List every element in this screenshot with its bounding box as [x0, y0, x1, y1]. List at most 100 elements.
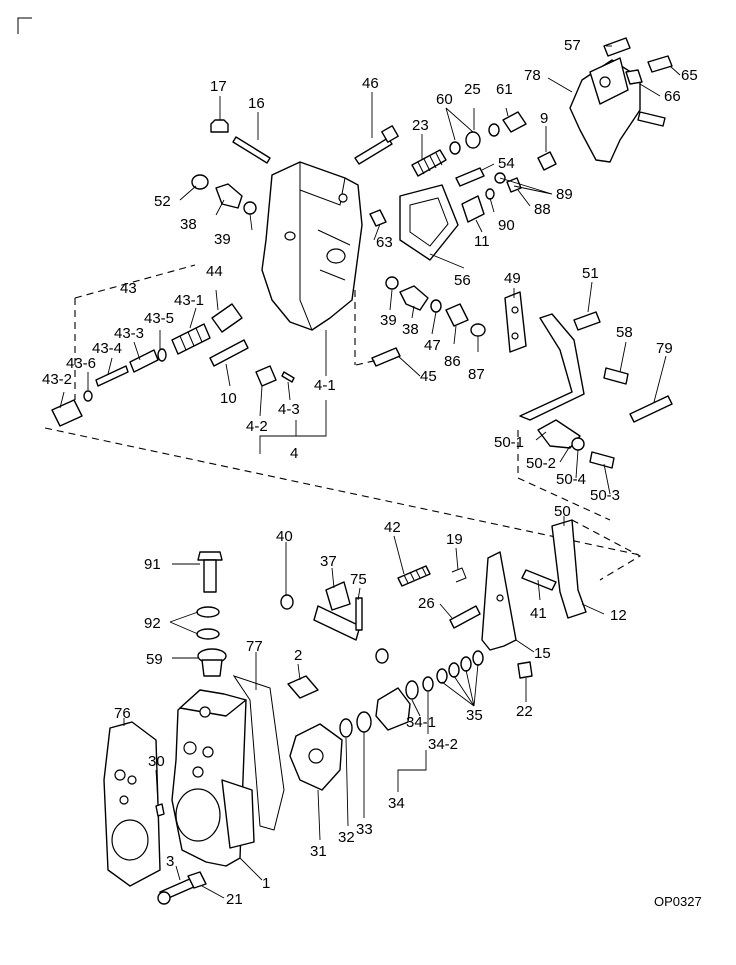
pin-16: [232, 136, 271, 164]
nut-22: [517, 661, 533, 679]
housing-edges: [299, 162, 351, 331]
group-43-dash-top: [74, 264, 196, 299]
label-58: 58: [616, 324, 633, 341]
label-22: 22: [516, 703, 533, 720]
spring-23-coils: [417, 152, 443, 175]
gasket-hole-a: [114, 769, 126, 781]
label-50-4: 50-4: [556, 471, 586, 488]
label-43-6: 43-6: [66, 355, 96, 372]
sleeve-34: [375, 687, 411, 731]
governor-housing: [261, 161, 363, 331]
lever-50-group: [504, 291, 673, 521]
clip-19: [451, 567, 467, 583]
governor-housing-group: [44, 111, 641, 556]
label-60: 60: [436, 91, 453, 108]
bolt-3-head: [157, 891, 171, 905]
label-88: 88: [534, 201, 551, 218]
spring-43-3: [129, 349, 159, 373]
shaft-37: [313, 605, 361, 641]
bearing-33: [356, 711, 372, 733]
label-16: 16: [248, 95, 265, 112]
label-9: 9: [540, 110, 548, 127]
washer-60b: [488, 123, 500, 137]
gasket-76: [103, 721, 161, 887]
label-63: 63: [376, 234, 393, 251]
cover-56-inner: [409, 197, 449, 247]
label-77: 77: [246, 638, 263, 655]
label-50: 50: [554, 503, 571, 520]
bracket-2: [287, 675, 319, 699]
label-75: 75: [350, 571, 367, 588]
ring-90: [485, 188, 495, 200]
label-15: 15: [534, 645, 551, 662]
label-26: 26: [418, 595, 435, 612]
nut-25: [465, 131, 481, 149]
bolt-45: [371, 347, 401, 367]
washer-32: [339, 718, 353, 738]
gasket-77: [232, 675, 285, 831]
label-11: 11: [474, 233, 490, 250]
washer-35a: [436, 668, 448, 684]
nut-66: [625, 69, 643, 85]
label-66: 66: [664, 88, 681, 105]
label-79: 79: [656, 340, 673, 357]
label-52: 52: [154, 193, 171, 210]
label-30: 30: [148, 753, 165, 770]
label-23: 23: [412, 117, 429, 134]
nut-21: [187, 871, 207, 889]
cap-43-2: [51, 399, 83, 427]
label-38b: 38: [402, 321, 419, 338]
bolt-57: [603, 37, 631, 57]
bolt-91-head: [197, 551, 223, 561]
fork-37: [325, 581, 351, 611]
ring-34-1: [405, 680, 419, 700]
corner-mark: [17, 17, 32, 34]
pin-30: [155, 803, 165, 817]
label-2: 2: [294, 647, 302, 664]
label-50-2: 50-2: [526, 455, 556, 472]
housing-port-b: [202, 746, 214, 758]
cover-56: [399, 184, 459, 261]
leader-lines: [59, 45, 681, 899]
ring-37: [375, 648, 389, 664]
label-39: 39: [214, 231, 231, 248]
label-25: 25: [464, 81, 481, 98]
label-47: 47: [424, 337, 441, 354]
label-10: 10: [220, 390, 237, 407]
housing-hole: [338, 193, 348, 203]
label-54: 54: [498, 155, 515, 172]
washer-35c: [460, 656, 472, 672]
pin-75: [355, 597, 363, 631]
housing-bore: [326, 248, 346, 264]
label-87: 87: [468, 366, 485, 383]
label-43-2: 43-2: [42, 371, 72, 388]
label-4: 4: [290, 445, 298, 462]
label-86: 86: [444, 353, 461, 370]
bolt-51: [573, 311, 601, 331]
label-57: 57: [564, 37, 581, 54]
label-37: 37: [320, 553, 337, 570]
label-4-2: 4-2: [246, 418, 268, 435]
lever-15-hole: [496, 594, 504, 602]
cap-52: [191, 174, 209, 190]
section-divider-dash: [44, 427, 641, 556]
label-34: 34: [388, 795, 405, 812]
lever-12: [551, 519, 587, 619]
label-44: 44: [206, 263, 223, 280]
plug-59-thread: [201, 659, 223, 677]
bolt-58: [603, 367, 629, 385]
washer-43-5: [157, 348, 167, 362]
label-51: 51: [582, 265, 599, 282]
ring-39b: [385, 276, 399, 290]
plug-38: [215, 183, 243, 209]
housing-top-hole: [199, 706, 211, 718]
link-26: [449, 605, 481, 629]
nut-86: [445, 303, 469, 327]
label-33: 33: [356, 821, 373, 838]
gasket-bore: [111, 819, 149, 861]
spring-42-coils: [403, 566, 427, 584]
bolt-46-head: [381, 125, 399, 143]
bracket-49-hole: [511, 306, 519, 314]
spring-41: [521, 569, 557, 591]
nut-88: [506, 177, 522, 193]
